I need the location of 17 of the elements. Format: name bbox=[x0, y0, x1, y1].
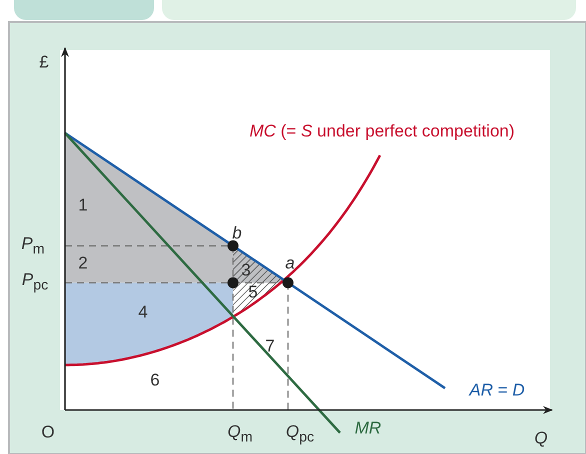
curve-label: MR bbox=[354, 420, 382, 436]
region-number: 2 bbox=[78, 254, 88, 272]
region-number: 1 bbox=[78, 196, 88, 214]
axis-label: Q$_{m}$ bbox=[227, 423, 253, 445]
axis-label: Q bbox=[534, 430, 548, 446]
axis-label: £ bbox=[39, 54, 49, 70]
axis-label: P$_{pc}$ bbox=[22, 271, 48, 293]
axis-label: Q$_{pc}$ bbox=[286, 423, 314, 445]
region-number: 6 bbox=[150, 372, 160, 388]
axis-label: O bbox=[41, 424, 55, 440]
curve-label: AR = D bbox=[469, 382, 525, 398]
point-label: b bbox=[232, 224, 242, 242]
axis-label: P$_{m}$ bbox=[21, 235, 45, 257]
curve-label: MC (= S under perfect competition) bbox=[249, 122, 515, 140]
region-number: 7 bbox=[265, 338, 275, 354]
point-label: a bbox=[285, 254, 295, 272]
region-number: 4 bbox=[138, 304, 148, 320]
